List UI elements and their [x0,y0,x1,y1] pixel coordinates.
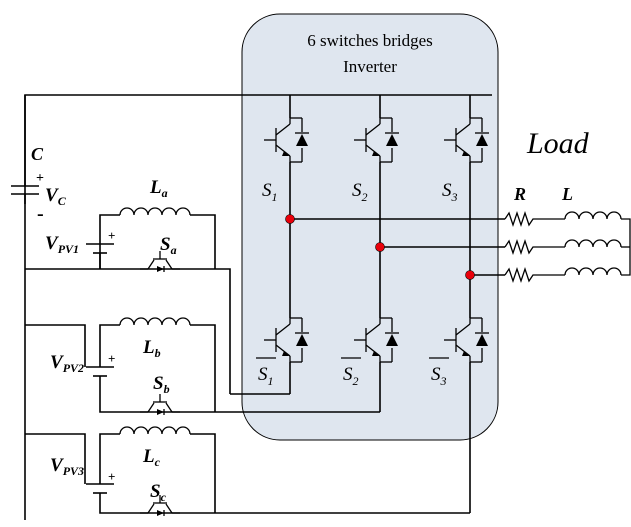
switch-sb-icon [139,393,181,416]
label-s2-bar: S2 [343,364,359,388]
pv3-plus: + [108,469,115,484]
inverter-title-1: 6 switches bridges [307,31,433,50]
pv2-plus: + [108,351,115,366]
label-la: La [149,177,168,200]
label-s2: S2 [352,180,368,204]
cap-voltage: VC [45,185,67,208]
inverter-box [241,13,499,441]
load-r-label: R [513,184,526,204]
load-title: Load [526,127,590,160]
label-sc: Sc [150,481,167,504]
node-phase-b [375,242,385,252]
load-l-label: L [561,184,573,204]
pv1-plus: + [108,228,115,243]
cap-label: C [31,144,44,164]
pv3-voltage: VPV3 [50,455,84,478]
label-s1-bar: S1 [258,364,274,388]
inverter-title-2: Inverter [343,57,397,76]
pv1-voltage: VPV1 [45,233,79,256]
label-sb: Sb [153,373,170,396]
node-phase-c [465,270,475,280]
cap-plus: + [36,171,44,186]
pv2-voltage: VPV2 [50,352,84,375]
label-s3: S3 [442,180,458,204]
label-sa: Sa [160,234,177,257]
label-s3-bar: S3 [431,364,447,388]
node-phase-a [285,214,295,224]
label-lc: Lc [142,446,161,469]
cap-minus: - [37,203,44,225]
label-lb: Lb [142,337,161,360]
label-s1: S1 [262,180,278,204]
